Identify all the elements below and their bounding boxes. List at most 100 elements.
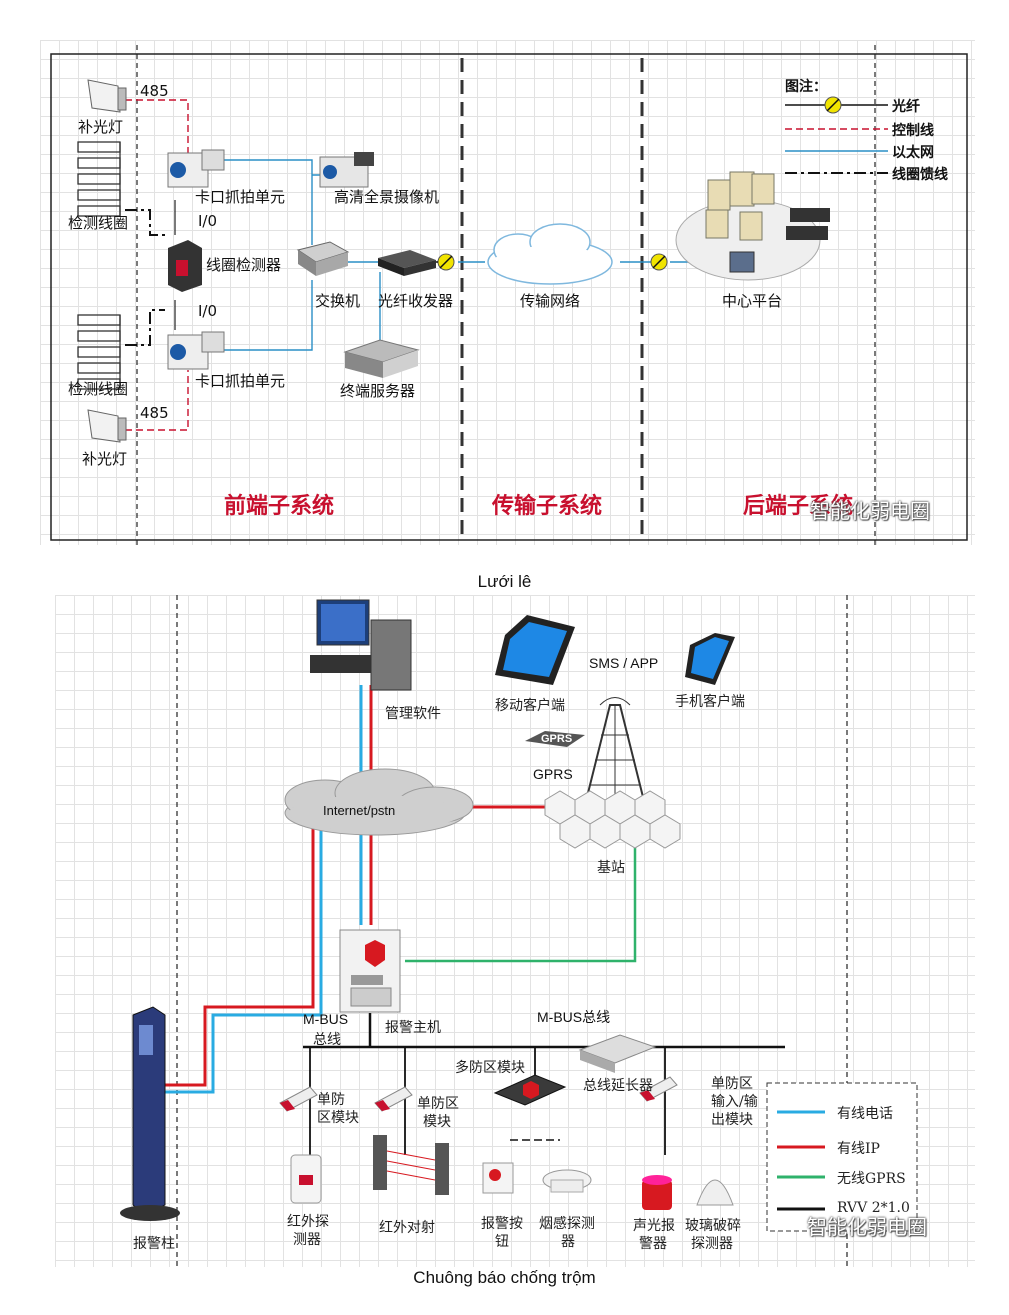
internet-label: Internet/pstn xyxy=(323,803,396,818)
bus-extender-icon xyxy=(578,1034,657,1073)
traffic-checkpoint-diagram: 补光灯 485 检测线圈 卡口抓拍单元 I/0 线圈检测器 I/0 检测线圈 卡… xyxy=(40,40,975,545)
caption-1: Lưới lê xyxy=(477,572,532,591)
caption-2: Chuông báo chống trộm xyxy=(413,1268,596,1287)
capture-unit-bottom-icon xyxy=(167,331,225,370)
mobile-client-label: 移动客户端 xyxy=(495,698,565,714)
transmission-network-cloud-icon xyxy=(487,223,613,285)
alarm-button-label-a: 报警按 xyxy=(481,1216,523,1232)
fill-light-bottom-icon xyxy=(87,409,127,443)
multi-zone-module-label: 多防区模块 xyxy=(455,1060,525,1076)
center-platform-label: 中心平台 xyxy=(722,292,783,310)
single-zone-io-label-a: 单防区 xyxy=(711,1076,753,1092)
single-zone-io-label-c: 出模块 xyxy=(711,1112,753,1128)
fiber-transceiver-icon xyxy=(378,250,436,276)
single-zone-io-module-icon xyxy=(639,1076,678,1102)
ir-detector-icon xyxy=(290,1154,322,1204)
detect-coil-top-label: 检测线圈 xyxy=(68,214,129,232)
ir-detector-label-a: 红外探 xyxy=(287,1214,329,1230)
base-station-icon xyxy=(544,790,681,849)
mbus-bus-label: M-BUS总线 xyxy=(537,1009,611,1025)
fiber-connector-icon xyxy=(437,253,455,271)
ir-beam-icon xyxy=(373,1135,449,1195)
switch-icon xyxy=(296,241,350,276)
capture-unit-top-label: 卡口抓拍单元 xyxy=(195,188,286,206)
smoke-detector-label-b: 器 xyxy=(561,1234,575,1250)
multi-zone-module-icon xyxy=(493,1074,567,1106)
backend-subsystem-title: 后端子系统 xyxy=(743,494,854,519)
burglar-alarm-diagram: 管理软件 移动客户端 SMS / APP 手机客户端 GPRS GPRS Int… xyxy=(55,595,975,1267)
gprs-badge-icon xyxy=(525,731,585,747)
legend-control-label: 控制线 xyxy=(892,123,934,139)
glass-break-label-a: 玻璃破碎 xyxy=(685,1218,741,1234)
internet-cloud-icon xyxy=(284,768,474,836)
single-zone-2-label-b: 模块 xyxy=(423,1114,451,1130)
diagram1-watermark: 智能化弱电圈 xyxy=(810,499,930,523)
rs485-bottom-label: 485 xyxy=(140,404,169,422)
legend-wireless-gprs-label: 无线GPRS xyxy=(837,1171,906,1187)
alarm-button-label-b: 钮 xyxy=(495,1234,509,1250)
smoke-detector-icon xyxy=(542,1169,592,1193)
phone-client-icon xyxy=(685,633,735,685)
capture-unit-bottom-label: 卡口抓拍单元 xyxy=(195,372,286,390)
smoke-detector-label-a: 烟感探测 xyxy=(539,1216,595,1232)
detect-coil-bottom-label: 检测线圈 xyxy=(68,380,129,398)
glass-break-label-b: 探测器 xyxy=(691,1236,733,1252)
phone-client-label: 手机客户端 xyxy=(675,694,745,710)
single-zone-1-label-a: 单防 xyxy=(317,1092,345,1108)
single-zone-io-label-b: 输入/输 xyxy=(711,1094,758,1110)
sound-light-label-a: 声光报 xyxy=(633,1218,675,1234)
capture-unit-top-icon xyxy=(167,149,225,188)
glass-break-detector-icon xyxy=(696,1179,734,1206)
io-top-label: I/0 xyxy=(198,212,218,230)
sound-light-label-b: 警器 xyxy=(639,1236,667,1252)
alarm-host-icon xyxy=(339,929,401,1013)
center-platform-icon xyxy=(675,171,830,281)
diagram2-watermark: 智能化弱电圈 xyxy=(807,1215,927,1239)
legend-rvv-label: RVV 2*1.0 xyxy=(837,1200,910,1216)
legend-fiber-label: 光纤 xyxy=(892,99,920,115)
single-zone-2-label-a: 单防区 xyxy=(417,1096,459,1112)
gprs-badge-label: GPRS xyxy=(541,733,573,745)
hd-panoramic-camera-icon xyxy=(319,152,374,188)
diagram2-lines xyxy=(120,595,918,1267)
single-zone-module-1-icon xyxy=(279,1086,318,1112)
rs485-top-label: 485 xyxy=(140,82,169,100)
fiber-transceiver-label: 光纤收发器 xyxy=(378,292,454,310)
bus-extender-label: 总线延长器 xyxy=(583,1078,653,1094)
control-lines xyxy=(125,99,189,431)
ir-beam-label: 红外对射 xyxy=(379,1220,435,1236)
coil-detector-icon xyxy=(168,240,202,292)
diagram2-legend-box xyxy=(766,1082,918,1232)
sound-light-alarm-icon xyxy=(642,1175,672,1210)
transmission-network-label: 传输网络 xyxy=(520,292,581,310)
sms-app-label: SMS / APP xyxy=(589,655,659,671)
diagram1-lines xyxy=(50,45,968,545)
legend-wired-ip-label: 有线IP xyxy=(837,1141,880,1157)
coil-feeder-lines xyxy=(125,209,165,346)
fiber-connector-right-icon xyxy=(650,253,668,271)
fill-light-top-label: 补光灯 xyxy=(78,118,124,136)
management-pc-icon xyxy=(310,599,412,691)
detect-coil-top-icon xyxy=(77,141,121,217)
fill-light-bottom-label: 补光灯 xyxy=(82,450,128,468)
legend-coil-feeder-label: 线圈馈线 xyxy=(892,167,948,183)
frontend-subsystem-title: 前端子系统 xyxy=(224,494,335,519)
coil-detector-label: 线圈检测器 xyxy=(206,256,282,274)
io-bottom-label: I/0 xyxy=(198,302,218,320)
terminal-server-icon xyxy=(343,339,420,378)
transport-subsystem-title: 传输子系统 xyxy=(492,494,603,519)
legend-wired-phone-label: 有线电话 xyxy=(837,1106,893,1122)
diagram1-legend-lines xyxy=(785,96,888,174)
single-zone-module-2-icon xyxy=(374,1086,413,1112)
base-station-label: 基站 xyxy=(597,860,625,876)
mobile-client-tablet-icon xyxy=(495,615,575,685)
alarm-host-label: 报警主机 xyxy=(385,1020,441,1036)
diagram1-legend-title: 图注： xyxy=(785,79,827,95)
hd-panoramic-camera-label: 高清全景摄像机 xyxy=(334,188,440,206)
ethernet-lines xyxy=(223,159,700,351)
mbus-left-label-1: M-BUS xyxy=(303,1011,349,1027)
management-software-label: 管理软件 xyxy=(385,706,441,722)
ir-detector-label-b: 测器 xyxy=(293,1232,321,1248)
terminal-server-label: 终端服务器 xyxy=(340,382,416,400)
detect-coil-bottom-icon xyxy=(77,314,121,390)
